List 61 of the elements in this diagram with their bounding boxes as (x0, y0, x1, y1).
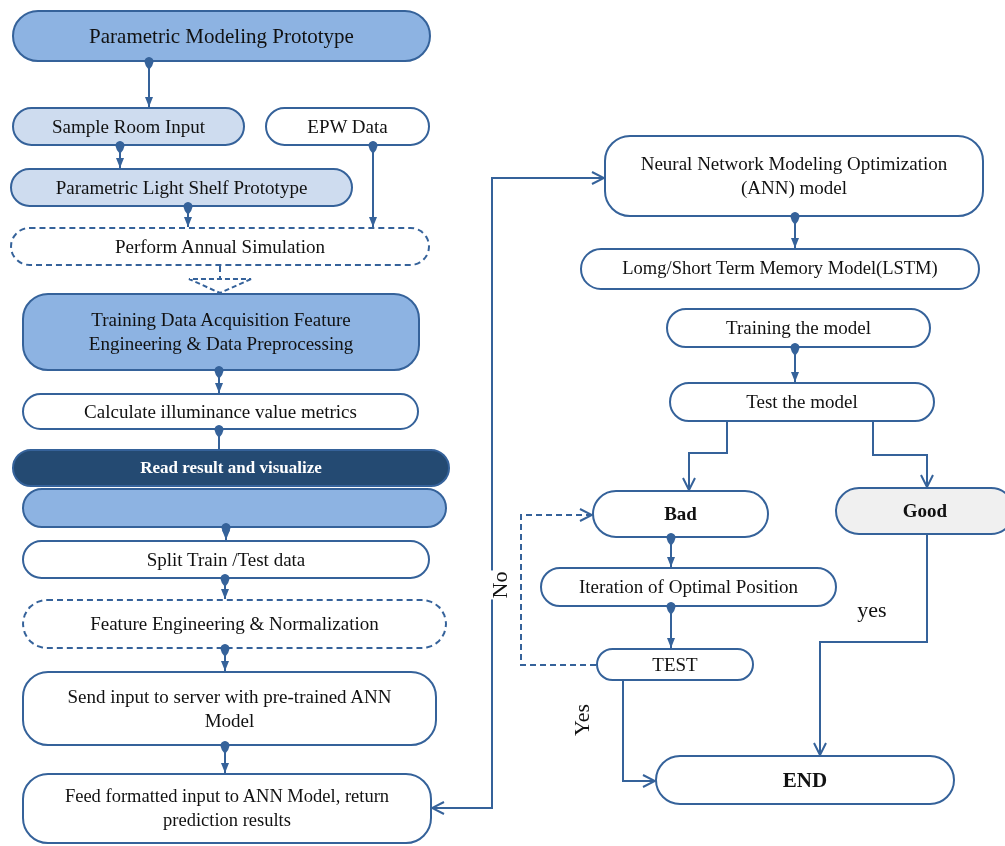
process-box (12, 107, 245, 146)
node-text: Send input to server with pre-trained ANN Model (66, 684, 393, 733)
process-box (10, 168, 353, 207)
arrow (368, 141, 378, 228)
node-text: Good (902, 499, 948, 523)
node-text: Lomg/Short Term Memory Model(LSTM) (622, 257, 938, 281)
node-text: Parametric Light Shelf Prototype (55, 175, 308, 200)
node-text: Training the model (726, 316, 871, 340)
process-box (22, 671, 437, 746)
arrow (682, 421, 728, 491)
node-text: Bad (664, 502, 697, 526)
process-box (540, 567, 837, 607)
arrow (813, 534, 928, 756)
node-text: EPW Data (307, 114, 388, 139)
process-box (596, 648, 754, 681)
arrow (790, 212, 800, 249)
arrow (115, 141, 125, 169)
node-text: TEST (652, 652, 698, 677)
process-box (580, 248, 980, 290)
node-text: Training Data Acquisition Feature Engineering & Data Preprocessing (87, 308, 355, 356)
process-box (666, 308, 931, 348)
node-text: Calculate illuminance value metrics (84, 399, 357, 424)
arrow (666, 533, 676, 568)
arrow (183, 202, 193, 228)
arrow (221, 523, 231, 541)
node-text: Split Train /Test data (146, 547, 306, 572)
arrow (622, 680, 656, 788)
arrow (214, 366, 224, 394)
arrow (872, 421, 934, 488)
process-box (22, 540, 430, 579)
process-box (655, 755, 955, 805)
node-text: Perform Annual Simulation (114, 234, 325, 259)
process-box (12, 449, 450, 487)
process-box (669, 382, 935, 422)
node-text: Iteration of Optimal Position (579, 575, 798, 599)
node-text: Sample Room Input (51, 114, 206, 139)
arrow (144, 57, 154, 108)
arrow (666, 602, 676, 649)
node-text: Test the model (746, 390, 858, 414)
process-box (22, 393, 419, 430)
process-box (265, 107, 430, 146)
node-text: Read result and visualize (140, 457, 322, 479)
process-box (835, 487, 1005, 535)
empty-box (22, 488, 447, 528)
process-box (22, 773, 432, 844)
arrow (220, 741, 230, 774)
arrow (188, 265, 252, 294)
node-text: Parametric Modeling Prototype (89, 22, 354, 50)
node-text: Neural Network Modeling Optimization (ANN) model (639, 152, 949, 200)
process-box (604, 135, 984, 217)
arrow (520, 508, 597, 666)
node-text: Feed formatted input to ANN Model, return prediction results (63, 785, 391, 832)
process-box (592, 490, 769, 538)
process-box (12, 10, 431, 62)
arrow (790, 343, 800, 383)
arrow (220, 644, 230, 672)
node-text: Feature Engineering & Normalization (90, 612, 379, 636)
process-box (22, 293, 420, 371)
arrow (431, 171, 605, 815)
node-text: END (782, 766, 828, 794)
arrow (220, 574, 230, 600)
